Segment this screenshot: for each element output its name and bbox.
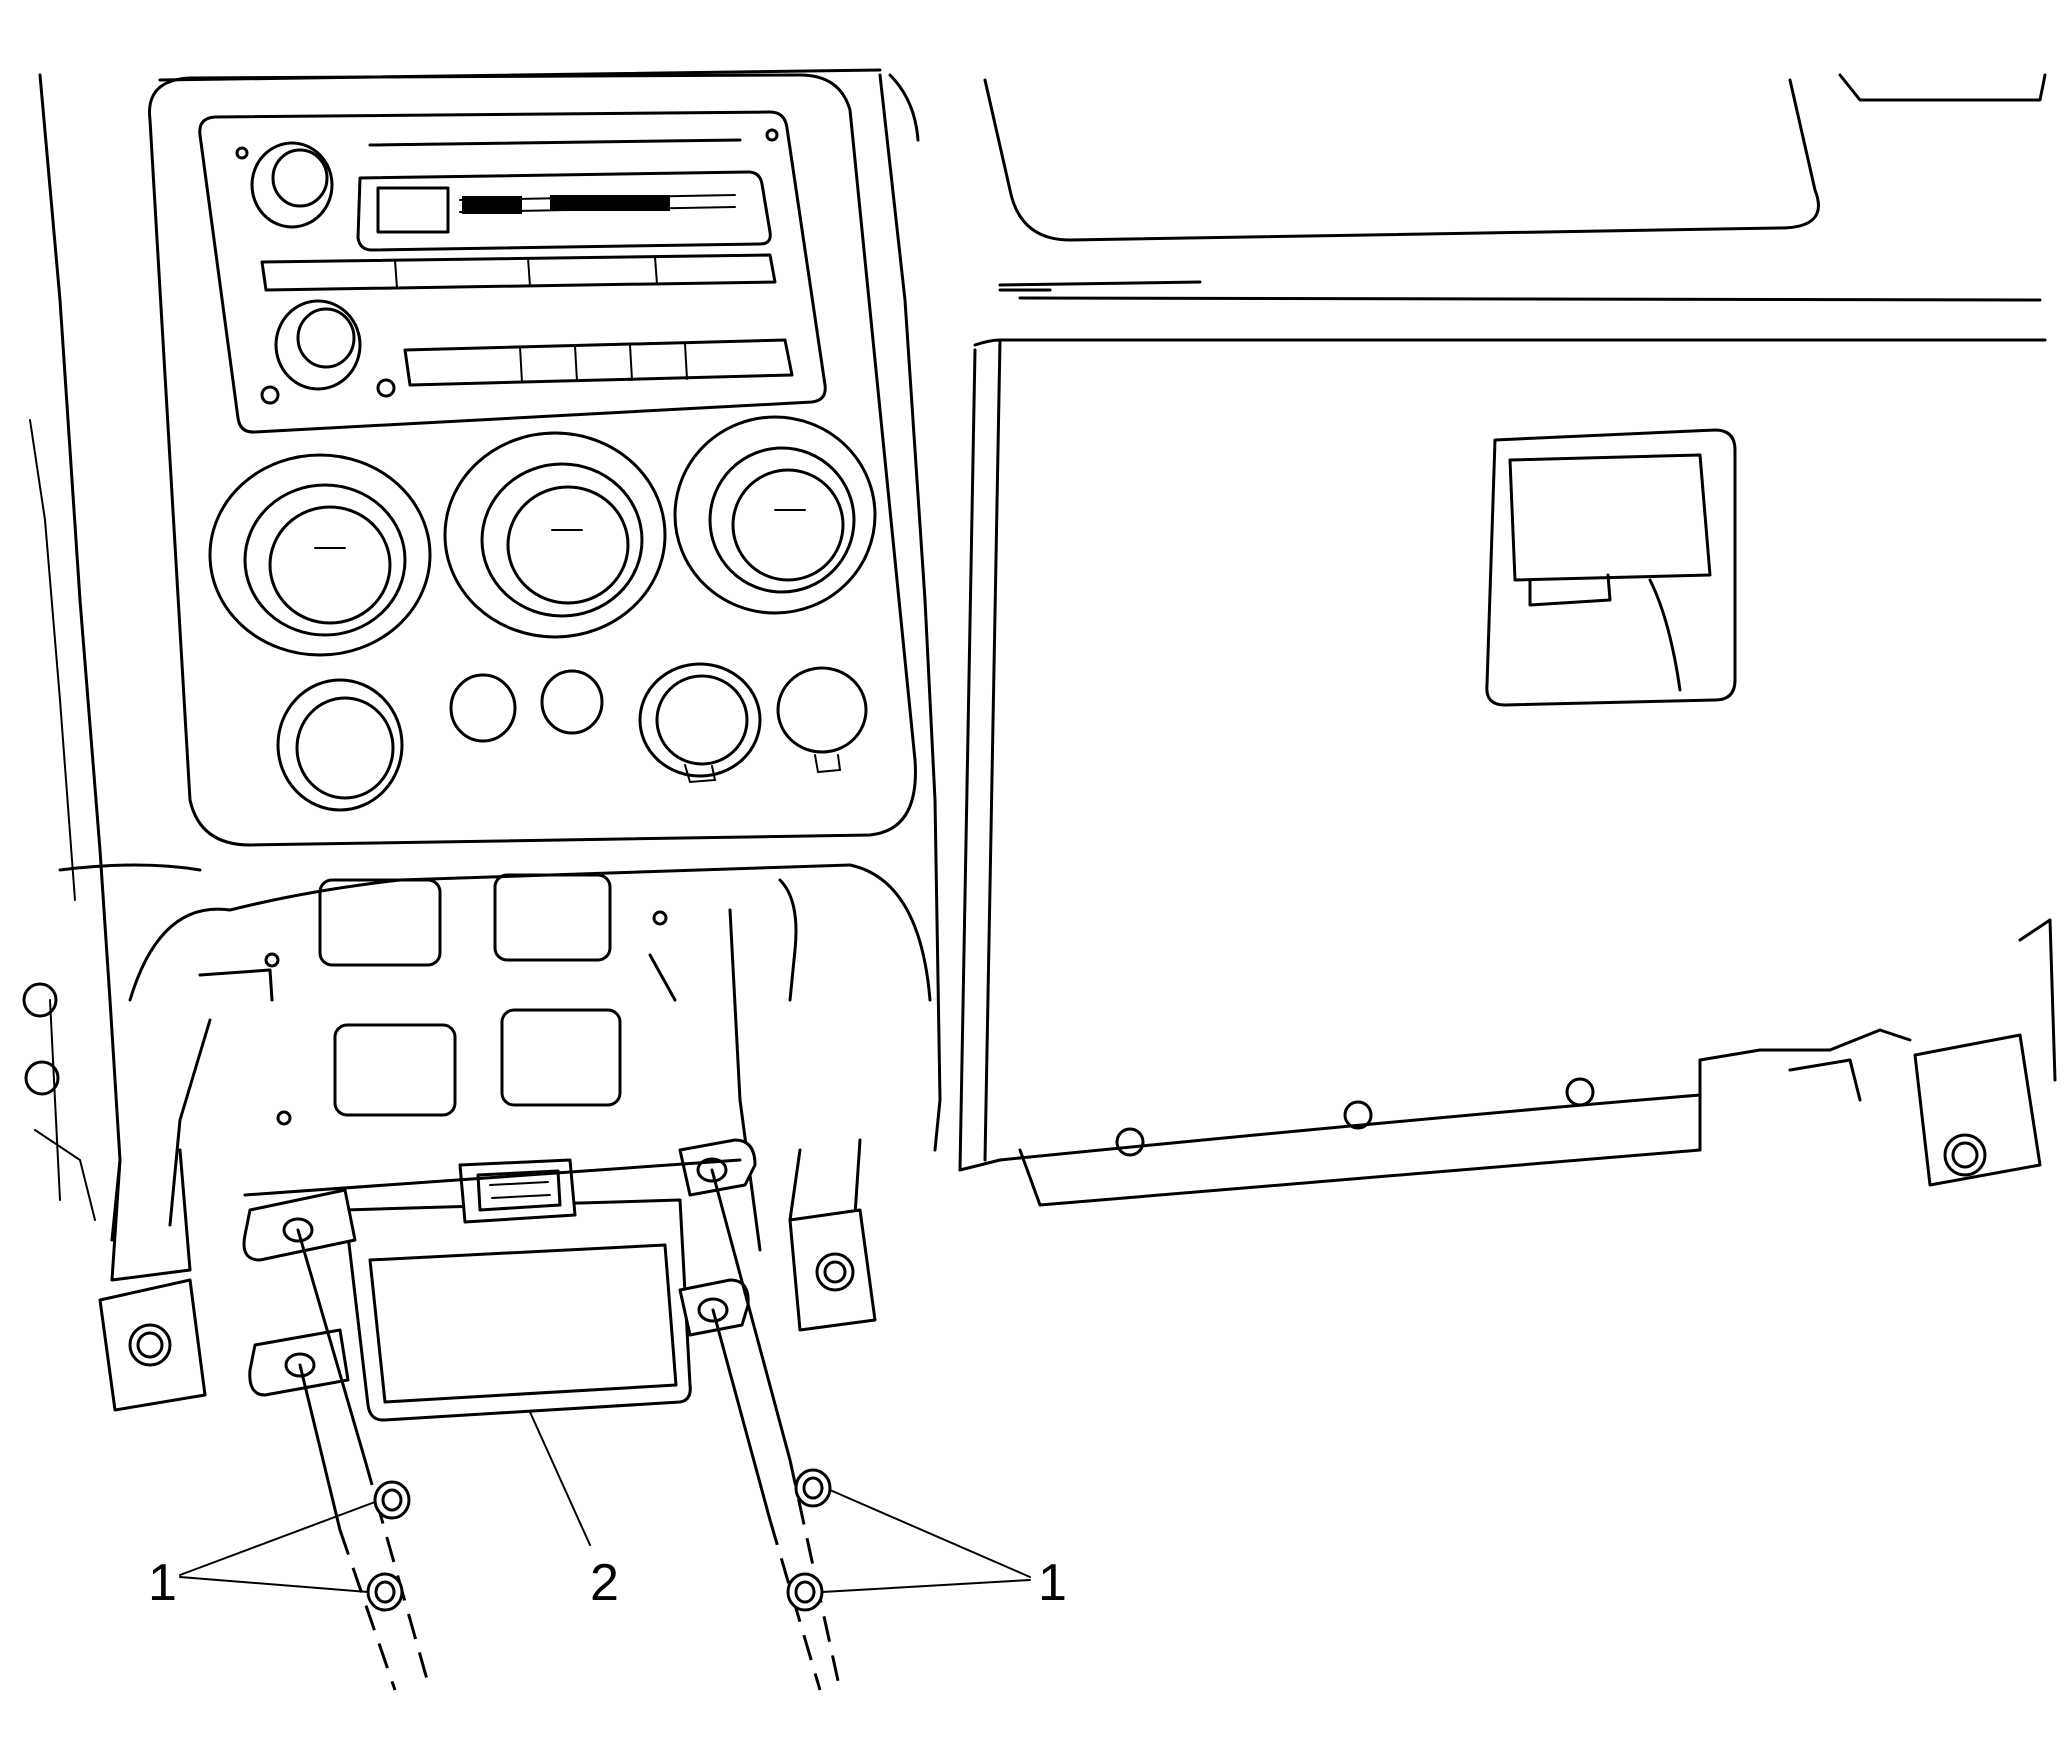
hvac-controls xyxy=(208,415,877,657)
control-buttons xyxy=(403,338,794,387)
callout-nuts-left: 1 xyxy=(148,1554,177,1612)
right-support-leg xyxy=(788,1138,877,1332)
callout-module: 2 xyxy=(590,1554,619,1612)
auxiliary-switch xyxy=(276,678,404,812)
preset-buttons xyxy=(260,253,777,292)
nut-upper-left xyxy=(373,1480,411,1520)
outlet-left xyxy=(655,674,749,766)
center-bezel xyxy=(148,73,917,847)
power-outlets xyxy=(638,662,868,784)
mounting-tab-lower-right xyxy=(678,1278,750,1337)
mounting-tab-upper-left xyxy=(242,1188,357,1262)
radio-unit xyxy=(198,110,827,434)
fan-speed-knob xyxy=(208,453,432,657)
radio-display xyxy=(356,170,772,252)
glove-box-latch xyxy=(1485,428,1737,707)
right-bracket xyxy=(1698,918,2057,1187)
nut-lower-left xyxy=(366,1572,404,1612)
leader-lines xyxy=(179,1411,1031,1593)
control-module xyxy=(242,1138,757,1422)
mounting-tab-lower-left xyxy=(248,1328,350,1397)
small-switch-right xyxy=(540,669,604,735)
nut-lower-right xyxy=(786,1572,824,1612)
glove-box xyxy=(958,73,2047,1207)
mounting-tab-upper-right xyxy=(678,1138,757,1197)
outlet-right xyxy=(776,666,868,754)
tune-knob xyxy=(274,299,362,391)
left-edge-hardware xyxy=(22,982,96,1221)
mode-knob xyxy=(673,415,877,615)
callout-nuts-right: 1 xyxy=(1038,1554,1067,1612)
temperature-knob xyxy=(443,431,667,639)
bracket-opening xyxy=(128,863,932,1252)
lower-bezel-items xyxy=(276,662,868,812)
nut-upper-right xyxy=(794,1468,832,1508)
small-switch-left xyxy=(449,673,517,743)
volume-knob xyxy=(250,141,334,229)
left-support-leg xyxy=(98,1148,207,1412)
